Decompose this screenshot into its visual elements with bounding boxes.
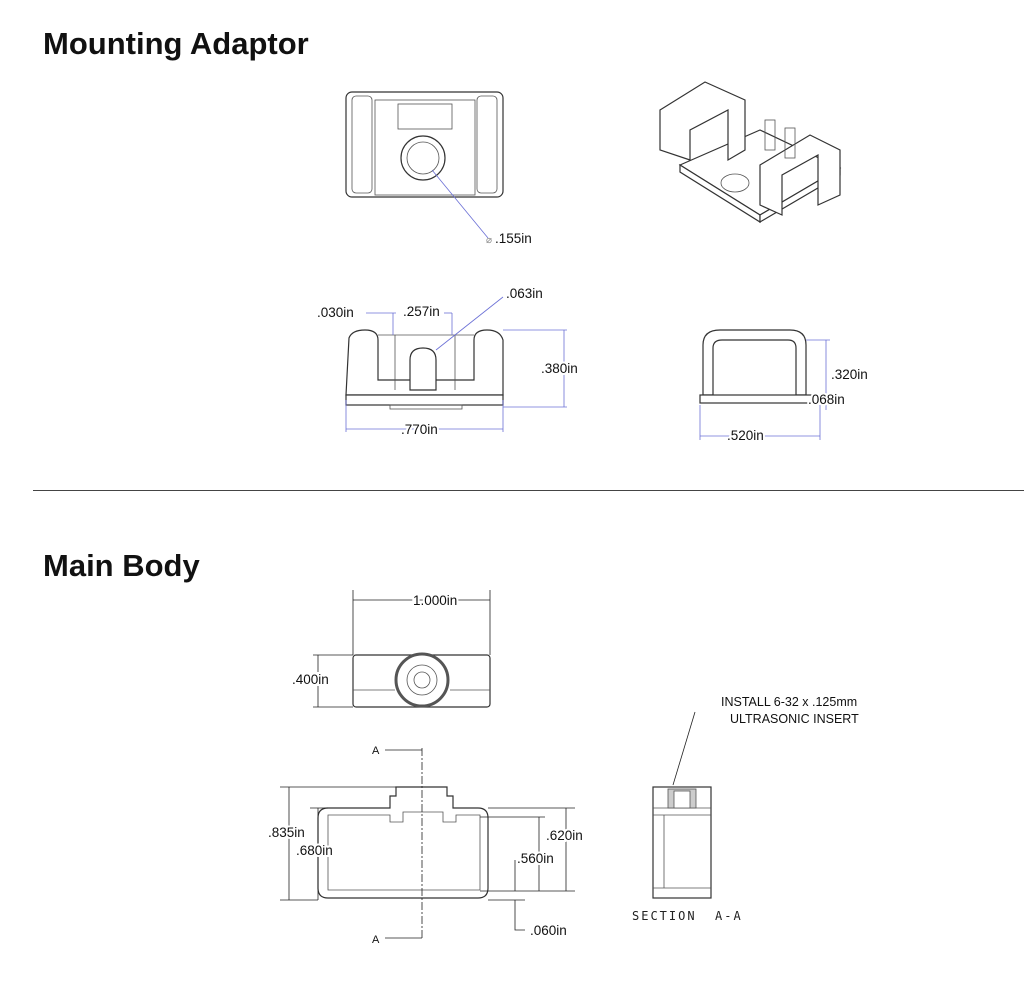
dim-outer-height: .620in [546, 828, 583, 843]
section-divider [33, 490, 1024, 491]
dim-side-height: .320in [831, 367, 868, 382]
dim-fillet: .063in [506, 286, 543, 301]
note-line-2: ULTRASONIC INSERT [730, 712, 859, 726]
note-line-1: INSTALL 6-32 x .125mm [721, 695, 857, 709]
dim-inner-height: .560in [517, 851, 554, 866]
section-a-a-view: INSTALL 6-32 x .125mm ULTRASONIC INSERT … [632, 695, 859, 923]
dim-slot-width: .257in [403, 304, 440, 319]
dim-hole-dia: .155in [495, 231, 532, 246]
dim-base-thickness: .068in [808, 392, 845, 407]
dim-width: .770in [401, 422, 438, 437]
section-marker-top: A [372, 745, 380, 757]
dim-height: .380in [541, 361, 578, 376]
adaptor-front-view: .030in .257in .063in .380in .770in [317, 286, 580, 439]
dim-top-height: .400in [292, 672, 329, 687]
section-marker-bottom: A [372, 934, 380, 946]
section-title-mounting-adaptor: Mounting Adaptor [43, 26, 309, 61]
adaptor-isometric-view [659, 81, 842, 224]
section-label: SECTION A-A [632, 909, 743, 923]
adaptor-top-view: ⌀ .155in [345, 91, 532, 246]
adaptor-side-view: .320in .068in .520in [699, 329, 868, 445]
section-title-main-body: Main Body [43, 548, 200, 583]
hole-symbol: ⌀ [486, 235, 492, 246]
dim-wall: .030in [317, 305, 354, 320]
dim-overall-height: .835in [268, 825, 305, 840]
dim-wall-thickness: .060in [530, 923, 567, 938]
dim-body-height: .680in [296, 843, 333, 858]
main-body-top-view: 1.000in .400in [290, 590, 491, 708]
dim-body-width: 1.000in [413, 593, 457, 608]
dim-depth: .520in [727, 428, 764, 443]
main-body-front-view: A A .835in .680in .620in .560in .060in [266, 745, 585, 946]
